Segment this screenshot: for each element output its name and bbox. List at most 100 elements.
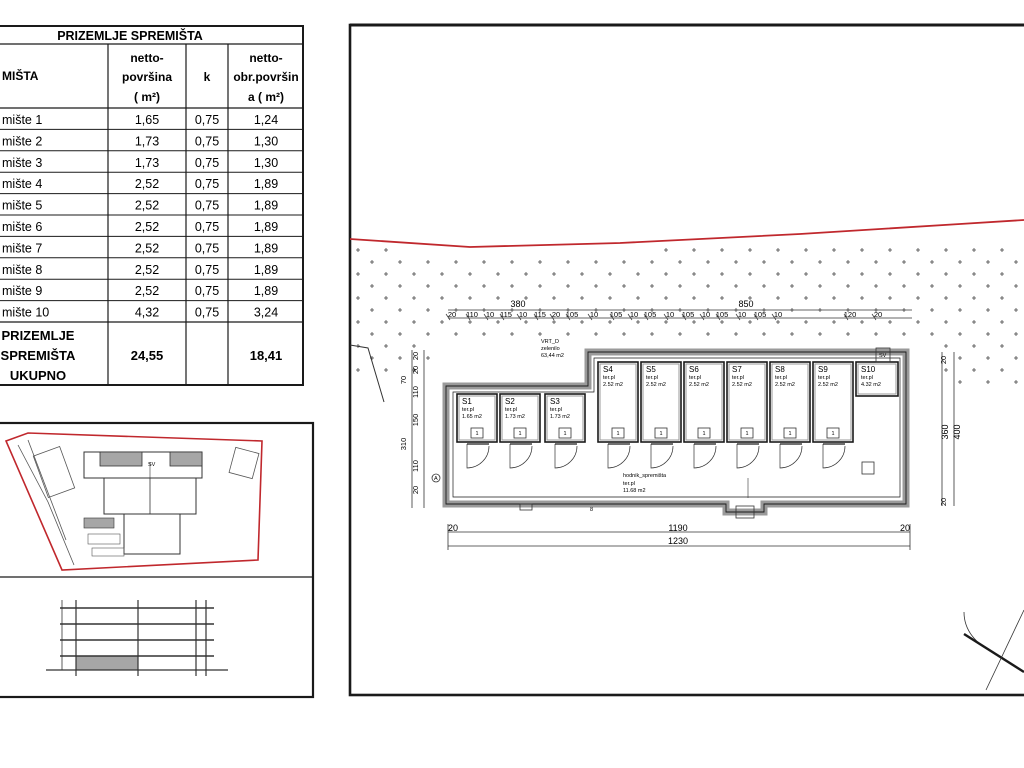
area-table: PRIZEMLJE SPREMIŠTA MIŠTA netto- površin… <box>0 25 304 386</box>
site-boundary <box>349 219 1024 248</box>
door-label: 1 <box>746 431 749 437</box>
table-cell-k: 0,75 <box>195 156 219 170</box>
dim-right-top: 20 <box>939 356 948 364</box>
room-sub: ter.pl <box>505 407 517 413</box>
room-sub: ter.pl <box>462 407 474 413</box>
garden-hatch <box>356 248 1018 384</box>
top-minor-dim: 105 <box>566 310 579 319</box>
room-sub: ter.pl <box>818 375 830 381</box>
total-obr: 18,41 <box>250 348 283 363</box>
door-label: 1 <box>519 431 522 437</box>
table-title: PRIZEMLJE SPREMIŠTA <box>57 28 203 43</box>
table-cell-obr: 1,89 <box>254 284 278 298</box>
col-header-obr-1: netto- <box>249 51 282 65</box>
col-header-netto-3: ( m²) <box>134 90 160 104</box>
small-dim: 8 <box>590 507 593 513</box>
col-header-obr-3: a ( m²) <box>248 90 284 104</box>
room-area: 4.32 m2 <box>861 382 881 388</box>
garden-label: VRT_D <box>541 339 559 345</box>
table-cell-name: mište 7 <box>2 241 42 255</box>
corridor-sub: ter.pl <box>623 481 635 487</box>
table-cell-k: 0,75 <box>195 284 219 298</box>
total-netto: 24,55 <box>131 348 164 363</box>
top-minor-dim: 105 <box>644 310 657 319</box>
key-plan-sv: SV <box>148 462 156 468</box>
top-minor-dim: 10 <box>774 310 782 319</box>
table-cell-name: mište 10 <box>2 306 49 320</box>
top-minor-dim: 115 <box>500 310 512 319</box>
top-minor-dim: 115 <box>534 310 546 319</box>
total-label-3: UKUPNO <box>10 368 66 383</box>
room-id: S8 <box>775 365 785 374</box>
table-cell-obr: 1,89 <box>254 263 278 277</box>
top-minor-dim: 120 <box>844 310 857 319</box>
door-label: 1 <box>703 431 706 437</box>
room-area: 1.65 m2 <box>462 414 482 420</box>
dim-1230: 1230 <box>668 536 688 546</box>
dim-400: 400 <box>952 424 962 439</box>
room-sub: ter.pl <box>861 375 873 381</box>
left-dim: 20 <box>411 486 420 494</box>
top-minor-dim: 110 <box>466 310 478 319</box>
room-sub: ter.pl <box>732 375 744 381</box>
room-id: S5 <box>646 365 656 374</box>
door-label: 1 <box>617 431 620 437</box>
room-area: 2.52 m2 <box>646 382 666 388</box>
table-cell-obr: 1,89 <box>254 177 278 191</box>
top-minor-dim: 10 <box>519 310 527 319</box>
dim-1190: 1190 <box>668 523 687 533</box>
top-minor-dim: 10 <box>702 310 710 319</box>
table-cell-name: mište 9 <box>2 284 42 298</box>
table-cell-netto: 2,52 <box>135 284 159 298</box>
table-cell-k: 0,75 <box>195 241 219 255</box>
col-header-obr-2: obr.površin <box>233 70 298 84</box>
room-area: 1.73 m2 <box>505 414 525 420</box>
total-label-1: PRIZEMLJE <box>2 328 75 343</box>
dim-850: 850 <box>738 299 753 309</box>
room-sub: ter.pl <box>689 375 701 381</box>
top-minor-dim: 10 <box>486 310 494 319</box>
room-sub: ter.pl <box>646 375 658 381</box>
garden-area: 63,44 m2 <box>541 353 564 359</box>
room-area: 2.52 m2 <box>732 382 752 388</box>
dim-edge-left: 20 <box>448 523 458 533</box>
left-dim: 310 <box>399 438 408 451</box>
outer-wall <box>442 348 910 516</box>
table-cell-k: 0,75 <box>195 113 219 127</box>
table-cell-obr: 1,24 <box>254 113 278 127</box>
room-sub: ter.pl <box>550 407 562 413</box>
table-cell-netto: 1,65 <box>135 113 159 127</box>
room-id: S1 <box>462 397 472 406</box>
door-label: 1 <box>832 431 835 437</box>
top-minor-dim: 10 <box>738 310 746 319</box>
table-cell-k: 0,75 <box>195 134 219 148</box>
table-cell-k: 0,75 <box>195 306 219 320</box>
table-cell-netto: 2,52 <box>135 177 159 191</box>
table-cell-obr: 1,89 <box>254 199 278 213</box>
key-plan-panel: SV <box>0 421 315 699</box>
top-minor-dim: 105 <box>716 310 729 319</box>
col-header-name: MIŠTA <box>2 68 39 83</box>
room-area: 2.52 m2 <box>775 382 795 388</box>
table-cell-k: 0,75 <box>195 199 219 213</box>
dim-right-bottom: 20 <box>939 498 948 506</box>
table-cell-name: mište 6 <box>2 220 42 234</box>
dim-edge-right: 20 <box>900 523 910 533</box>
room-area: 1.73 m2 <box>550 414 570 420</box>
table-cell-k: 0,75 <box>195 177 219 191</box>
room-sub: ter.pl <box>603 375 615 381</box>
building-section <box>46 600 228 676</box>
table-frame <box>0 25 304 386</box>
right-dimensions: 360 400 20 20 <box>939 352 962 506</box>
left-dim: 20 <box>411 366 420 374</box>
table-cell-name: mište 3 <box>2 156 42 170</box>
top-minor-dim: 20 <box>874 310 882 319</box>
